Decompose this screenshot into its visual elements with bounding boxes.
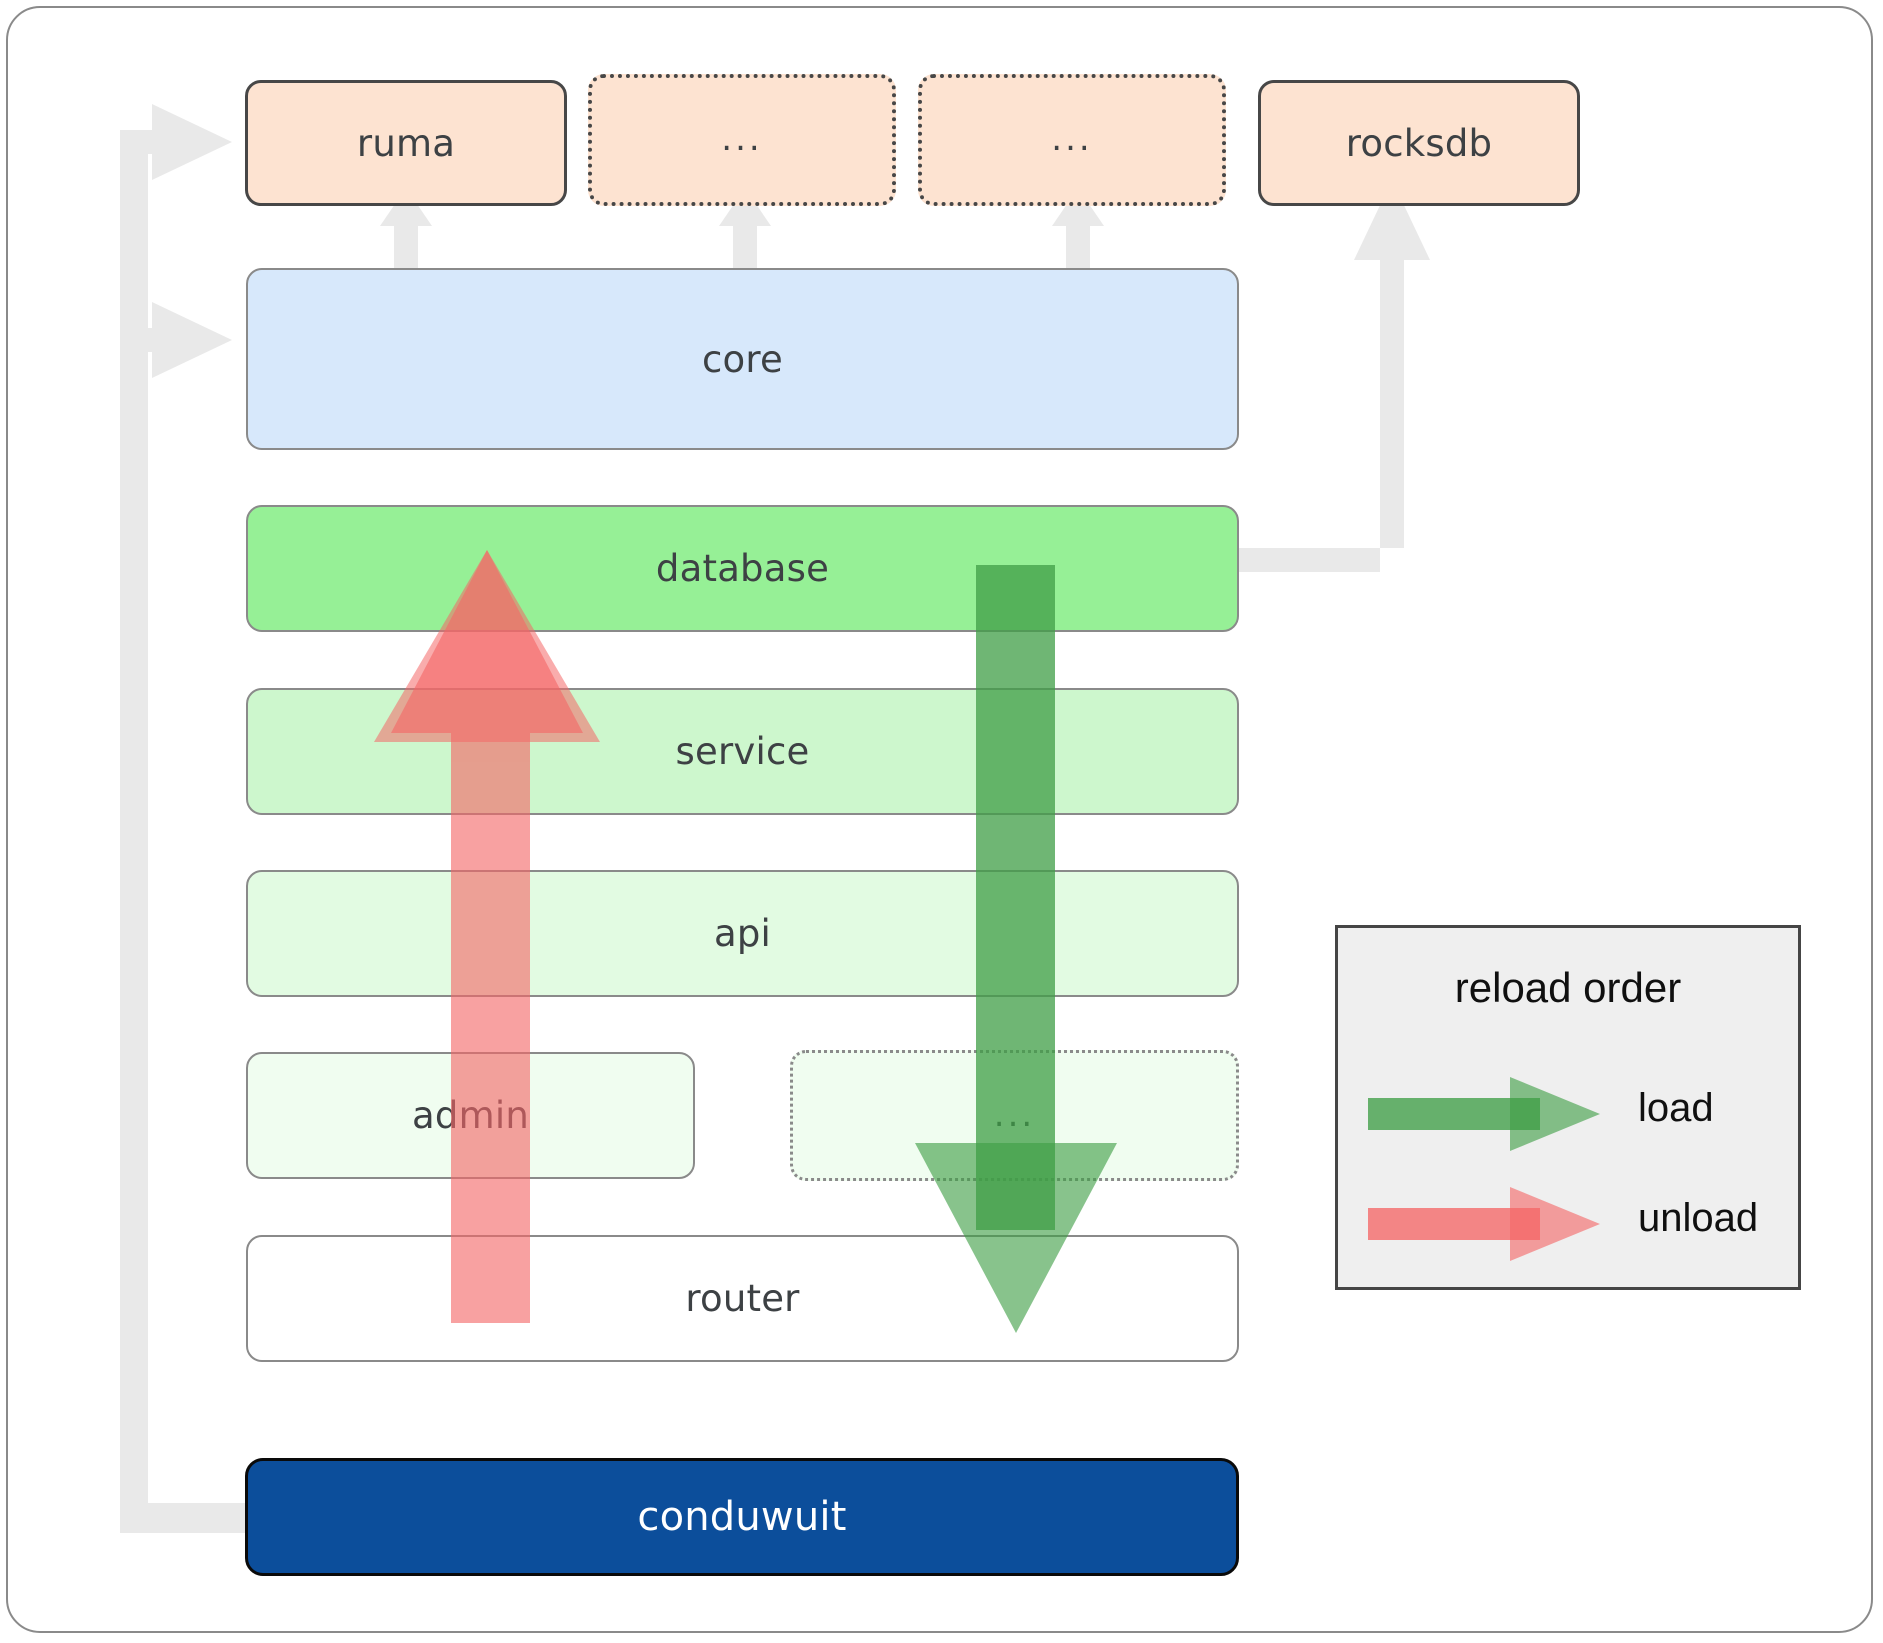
legend-unload-arrow-icon bbox=[1368, 1187, 1600, 1261]
layer-box-router[interactable]: router bbox=[246, 1235, 1239, 1362]
layer-box-admin[interactable]: admin bbox=[246, 1052, 695, 1179]
dependency-box-ruma[interactable]: ruma bbox=[245, 80, 567, 206]
legend-panel: reload order load unload bbox=[1335, 925, 1801, 1290]
legend-row-unload: unload bbox=[1338, 1178, 1798, 1268]
legend-title: reload order bbox=[1454, 964, 1682, 1011]
core-box[interactable]: core bbox=[246, 268, 1239, 450]
application-label-conduwuit: conduwuit bbox=[637, 1494, 847, 1540]
dependency-box-rocksdb[interactable]: rocksdb bbox=[1258, 80, 1580, 206]
core-label: core bbox=[702, 337, 783, 381]
dependency-box-dep2[interactable]: ... bbox=[588, 74, 896, 206]
layer-label-database: database bbox=[655, 547, 830, 590]
legend-load-arrow-icon bbox=[1368, 1077, 1600, 1151]
dependency-label-dep2: ... bbox=[721, 119, 763, 160]
layer-label-router: router bbox=[685, 1277, 800, 1320]
legend-row-load: load bbox=[1338, 1068, 1798, 1158]
layer-label-service: service bbox=[675, 730, 810, 773]
layer-box-dots[interactable]: ... bbox=[790, 1050, 1239, 1181]
layer-label-admin: admin bbox=[412, 1094, 529, 1137]
diagram-frame bbox=[6, 6, 1873, 1633]
dependency-label-rocksdb: rocksdb bbox=[1345, 121, 1493, 165]
layer-box-service[interactable]: service bbox=[246, 688, 1239, 815]
dependency-label-ruma: ruma bbox=[356, 121, 456, 165]
layer-box-database[interactable]: database bbox=[246, 505, 1239, 632]
legend-label-unload: unload bbox=[1638, 1196, 1759, 1240]
application-box-conduwuit[interactable]: conduwuit bbox=[245, 1458, 1239, 1576]
dependency-box-dep3[interactable]: ... bbox=[918, 74, 1226, 206]
layer-box-api[interactable]: api bbox=[246, 870, 1239, 997]
legend-label-load: load bbox=[1638, 1086, 1714, 1130]
dependency-label-dep3: ... bbox=[1051, 119, 1093, 160]
layer-label-dots: ... bbox=[993, 1094, 1036, 1135]
layer-label-api: api bbox=[713, 912, 772, 955]
